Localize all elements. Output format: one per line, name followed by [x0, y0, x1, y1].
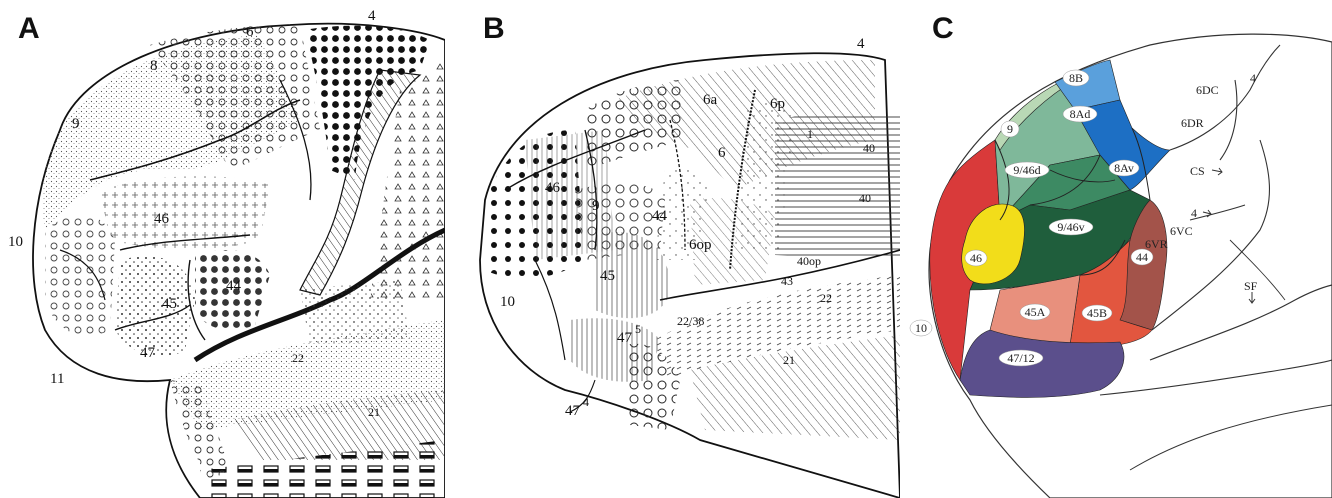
b-label-1: 1: [807, 127, 813, 141]
b-label-6p: 6p: [770, 96, 785, 112]
c-label-6dc: 6DC: [1196, 83, 1219, 97]
a-label-10: 10: [8, 234, 23, 250]
panel-c-labels: 8B 8Ad 8Av 9 9/46d 9/46v 46 44 45A 45B 4…: [900, 0, 1332, 498]
c-label-sf: SF: [1244, 279, 1258, 293]
c-label-6vr: 6VR: [1145, 237, 1168, 251]
a-label-47: 47: [140, 345, 156, 361]
c-label-45a: 45A: [1025, 305, 1046, 319]
c-label-9: 9: [1007, 122, 1013, 136]
panel-a-labels: 4 6 8 9 10 11 46 44 45 47 22 21: [0, 0, 445, 498]
a-label-46: 46: [154, 211, 170, 227]
b-label-6a: 6a: [703, 92, 718, 108]
c-label-4-mid: 4: [1191, 206, 1197, 220]
c-label-46: 46: [970, 251, 982, 265]
c-label-45b: 45B: [1087, 306, 1107, 320]
b-label-22: 22: [820, 291, 832, 305]
c-label-6dr: 6DR: [1181, 116, 1204, 130]
b-label-4: 4: [857, 36, 865, 52]
c-label-10: 10: [915, 321, 927, 335]
a-label-4: 4: [368, 8, 376, 24]
b-label-47-4: 47: [565, 403, 581, 419]
a-label-44: 44: [226, 278, 242, 294]
b-label-40: 40: [863, 141, 875, 155]
c-label-cs: CS: [1190, 164, 1205, 178]
b-label-47-5: 47: [617, 330, 633, 346]
b-label-9: 9: [592, 198, 600, 214]
c-label-6vc: 6VC: [1170, 224, 1193, 238]
b-label-22-38: 22/38: [677, 314, 704, 328]
c-label-4-top: 4: [1250, 71, 1256, 85]
c-label-8av: 8Av: [1114, 161, 1134, 175]
b-label-46: 46: [545, 180, 561, 196]
a-label-21: 21: [368, 405, 380, 419]
b-label-10: 10: [500, 294, 515, 310]
c-label-8b: 8B: [1069, 71, 1083, 85]
b-label-6: 6: [718, 145, 726, 161]
a-label-22: 22: [292, 351, 304, 365]
panel-c: C: [900, 0, 1332, 498]
panel-b: B: [445, 0, 900, 498]
c-label-47-12: 47/12: [1007, 351, 1034, 365]
a-label-45: 45: [162, 296, 177, 312]
c-label-44: 44: [1136, 250, 1148, 264]
b-label-44: 44: [652, 208, 668, 224]
a-label-6: 6: [246, 24, 254, 40]
c-label-9-46d: 9/46d: [1013, 163, 1040, 177]
a-label-8: 8: [150, 58, 158, 74]
b-label-40b: 40: [859, 191, 871, 205]
a-label-9: 9: [72, 116, 80, 132]
c-label-9-46v: 9/46v: [1057, 220, 1084, 234]
c-label-8ad: 8Ad: [1070, 107, 1091, 121]
b-label-43: 43: [781, 274, 793, 288]
panel-a: A: [0, 0, 445, 498]
b-label-47-4-sup: 4: [583, 395, 589, 409]
b-label-6op: 6op: [689, 237, 712, 253]
b-label-47-5-sup: 5: [635, 322, 641, 336]
b-label-21: 21: [783, 353, 795, 367]
b-label-40op: 40op: [797, 254, 821, 268]
b-label-45: 45: [600, 268, 615, 284]
a-label-11: 11: [50, 371, 64, 387]
panel-b-labels: 4 6a 6p 6 1 40 40 40op 46 9 44 6op 45 10…: [445, 0, 900, 498]
